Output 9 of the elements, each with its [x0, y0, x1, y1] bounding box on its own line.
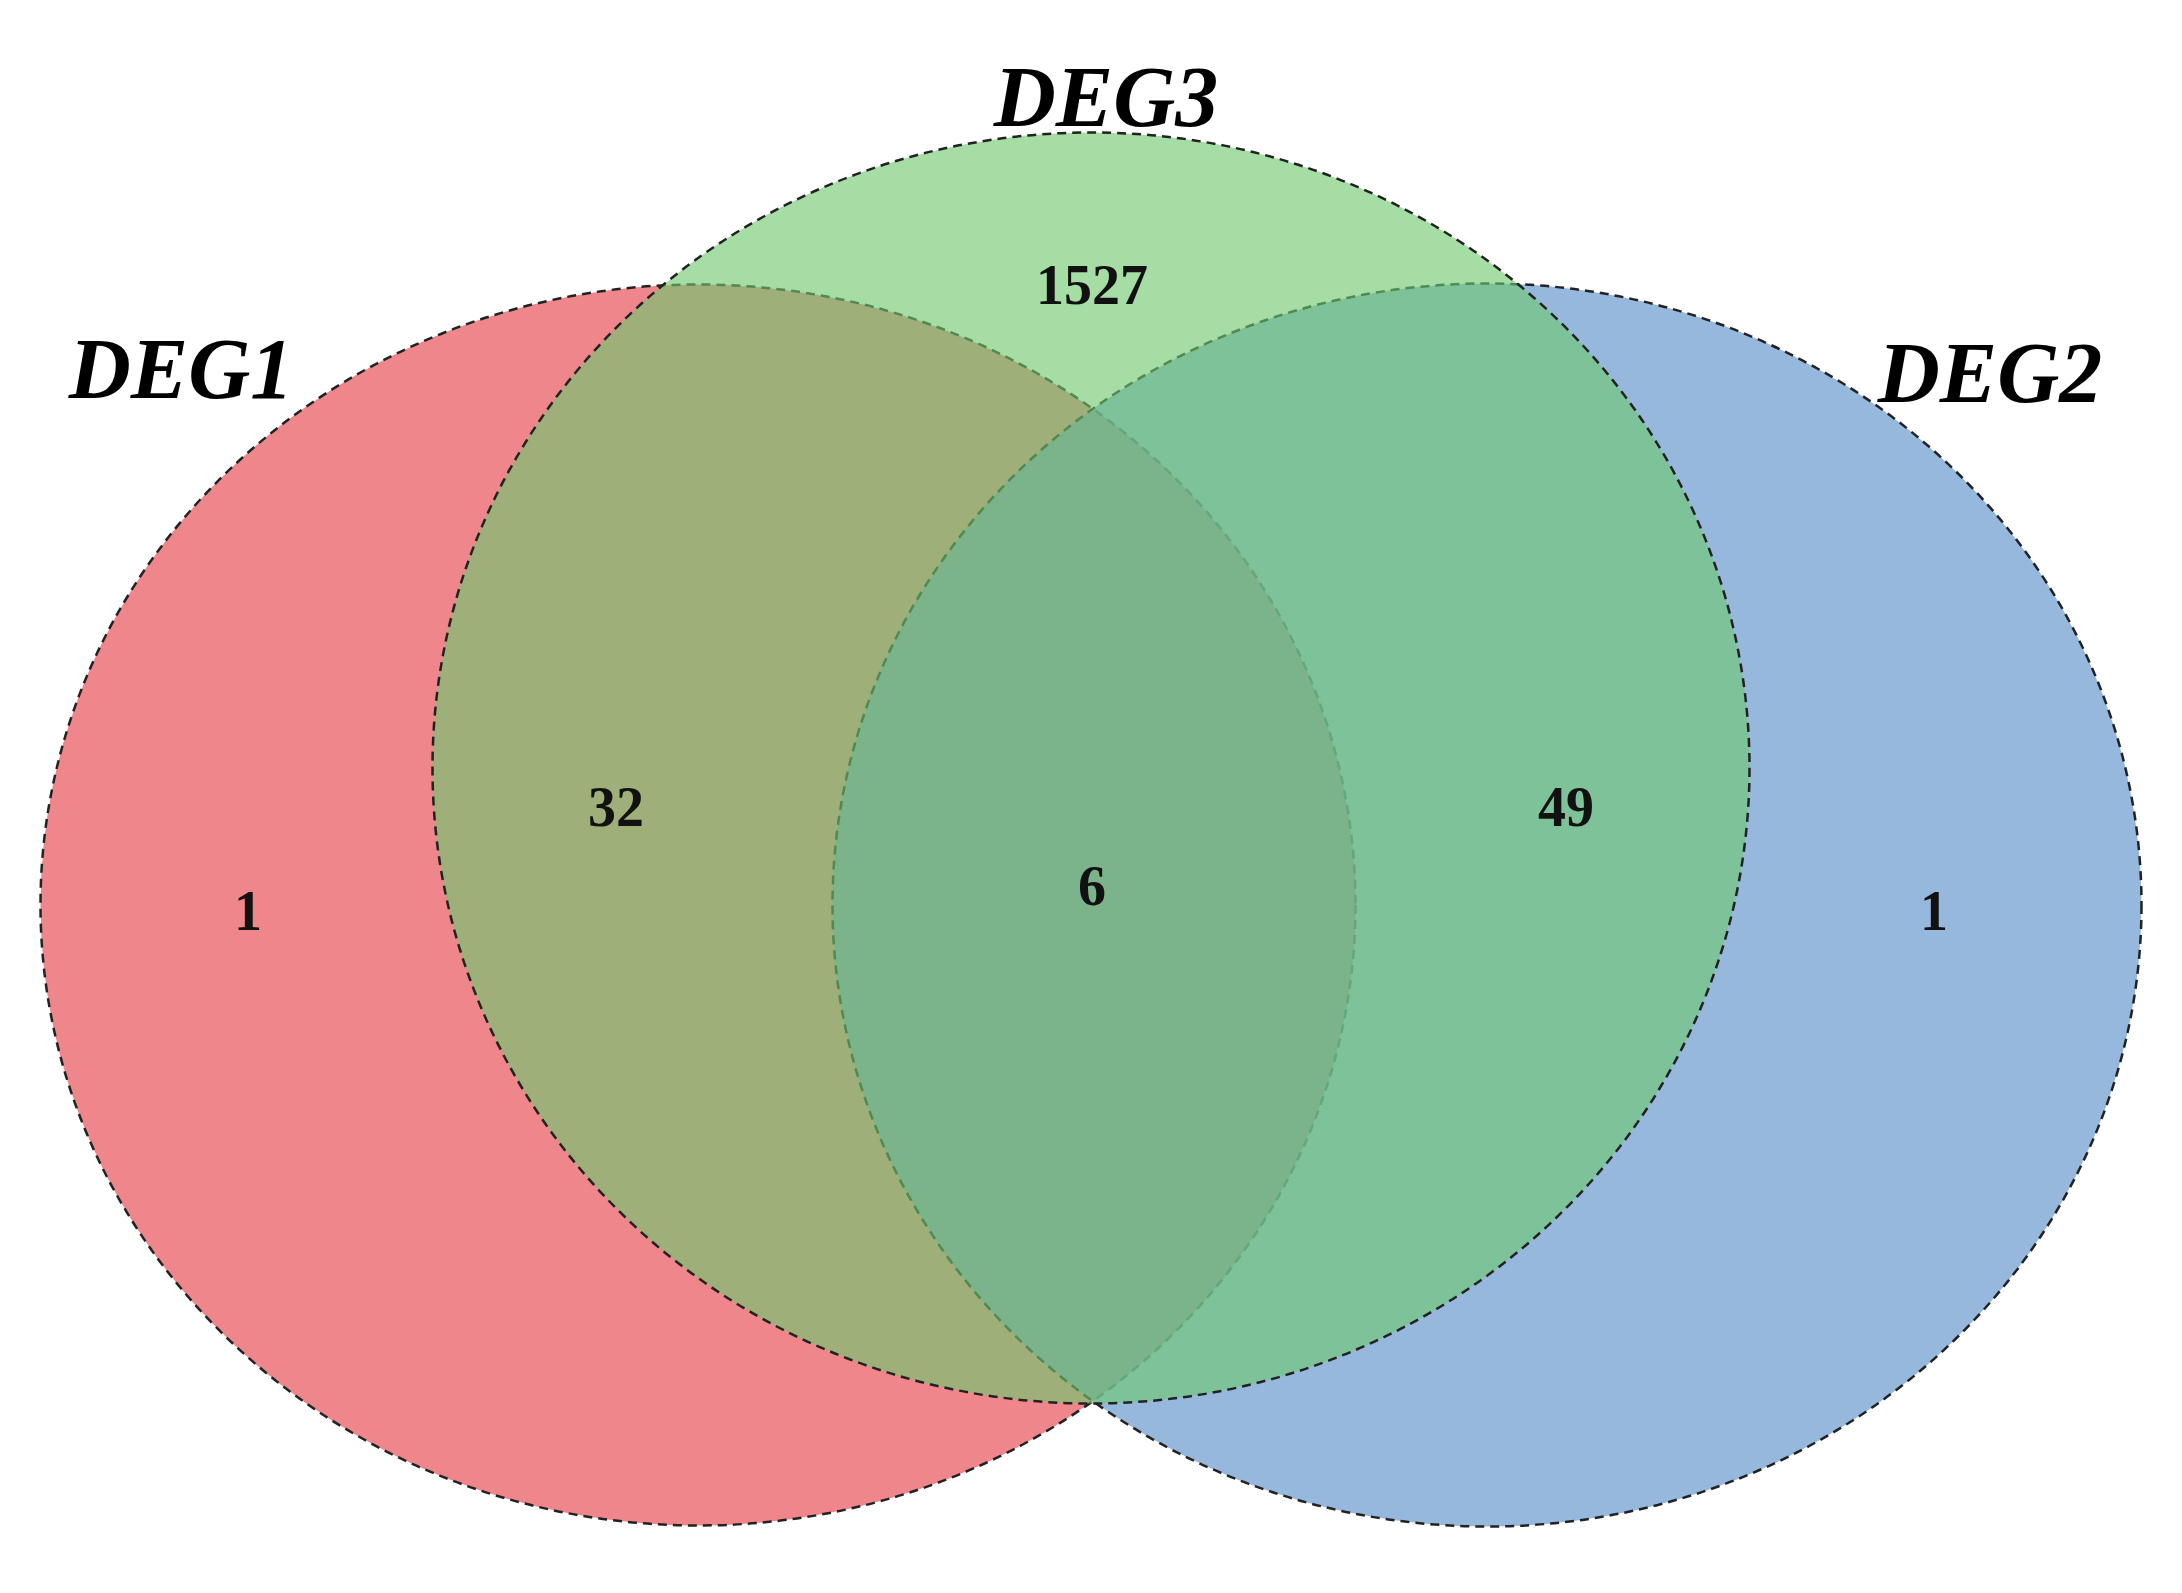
set-name: DEG3: [993, 54, 1219, 140]
set-name: DEG1: [68, 326, 294, 412]
count-label: 49: [1538, 779, 1594, 835]
set-name: DEG2: [1877, 330, 2103, 416]
count-label: 32: [588, 779, 644, 835]
count-label: 1: [234, 883, 262, 939]
count-label: 6: [1078, 858, 1106, 914]
count-label: 1527: [1036, 257, 1148, 313]
count-label: 1: [1920, 883, 1948, 939]
